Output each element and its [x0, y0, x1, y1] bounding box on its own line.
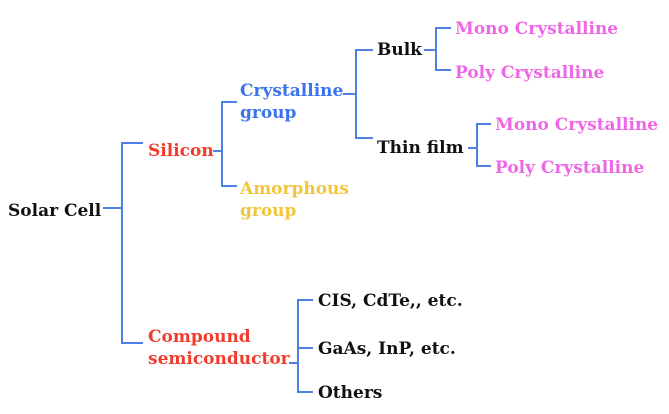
node-bulk-mono-crystalline: Mono Crystalline — [455, 19, 619, 39]
node-others: Others — [318, 383, 383, 403]
node-solar-cell: Solar Cell — [8, 201, 102, 221]
node-silicon: Silicon — [148, 141, 214, 161]
connector-silicon — [213, 101, 237, 187]
node-crystalline-line-2: group — [240, 103, 297, 123]
node-compound-line-2: semiconductor — [148, 349, 290, 369]
node-amorphous-line-1: Amorphous — [240, 179, 349, 199]
node-thin-mono-crystalline: Mono Crystalline — [495, 115, 659, 135]
connector-root — [103, 142, 143, 344]
connector-bulk — [424, 27, 451, 71]
node-thin-poly-crystalline: Poly Crystalline — [495, 158, 645, 178]
node-compound-semiconductor: Compound semiconductor — [148, 326, 290, 370]
node-compound-line-1: Compound — [148, 327, 251, 347]
node-crystalline-line-1: Crystalline — [240, 81, 344, 101]
connector-crystalline — [343, 49, 373, 139]
node-amorphous-line-2: group — [240, 201, 297, 221]
node-cis-cdte: CIS, CdTe,, etc. — [318, 291, 463, 311]
node-bulk: Bulk — [377, 40, 422, 60]
node-bulk-poly-crystalline: Poly Crystalline — [455, 63, 605, 83]
node-crystalline-group: Crystalline group — [240, 80, 343, 124]
node-thin-film: Thin film — [377, 138, 464, 158]
connector-compound — [289, 299, 313, 393]
node-amorphous-group: Amorphous group — [240, 178, 349, 222]
connector-thin-film — [468, 123, 491, 167]
node-gaas-inp: GaAs, InP, etc. — [318, 339, 456, 359]
